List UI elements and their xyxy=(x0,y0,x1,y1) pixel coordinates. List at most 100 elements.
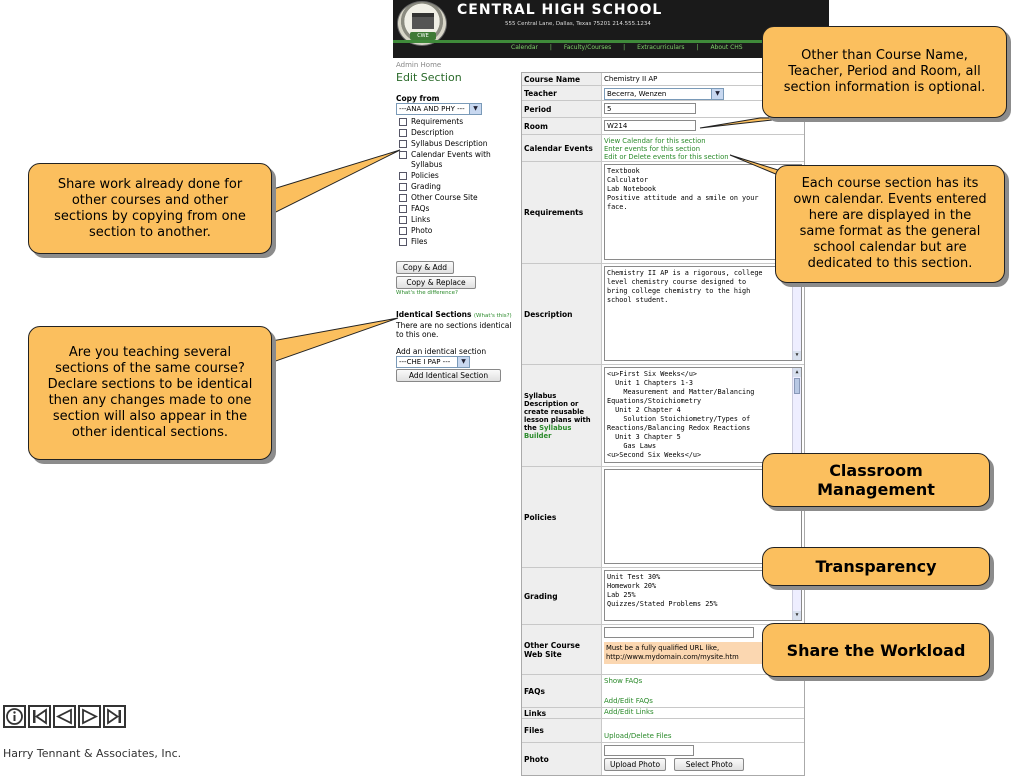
checkbox-icon xyxy=(399,227,407,235)
row-requirements: Requirements Textbook Calculator Lab Not… xyxy=(522,162,804,264)
add-identical-value: ---CHE I PAP --- xyxy=(399,358,451,366)
page-title: Edit Section xyxy=(396,71,462,84)
header-divider xyxy=(393,40,829,43)
checkbox-label: Grading xyxy=(411,182,441,191)
checkbox-label: Other Course Site xyxy=(411,193,478,202)
checkbox-icon xyxy=(399,238,407,246)
school-header: CWE CENTRAL HIGH SCHOOL 555 Central Lane… xyxy=(393,0,829,58)
pointer-copy xyxy=(269,149,401,216)
add-edit-faqs-link[interactable]: Add/Edit FAQs xyxy=(604,697,653,705)
row-links: Links Add/Edit Links xyxy=(522,708,804,719)
faqs-label: FAQs xyxy=(522,675,602,707)
checkbox-label: Photo xyxy=(411,226,433,235)
edit-events-link[interactable]: Edit or Delete events for this section xyxy=(604,153,729,161)
description-textarea[interactable]: Chemistry II AP is a rigorous, college l… xyxy=(604,266,802,361)
identical-sections-text: There are no sections identical to this … xyxy=(396,321,512,339)
checkbox-label: FAQs xyxy=(411,204,430,213)
slide-navigation xyxy=(3,705,126,728)
scroll-down-icon[interactable]: ▼ xyxy=(793,351,801,360)
checkbox-label: Files xyxy=(411,237,428,246)
next-icon[interactable] xyxy=(78,705,101,728)
checkbox-label: Syllabus Description xyxy=(411,139,488,148)
scroll-thumb[interactable] xyxy=(794,378,800,394)
requirements-textarea[interactable]: Textbook Calculator Lab Notebook Positiv… xyxy=(604,164,802,260)
photo-file-input[interactable] xyxy=(604,745,694,756)
row-course-name: Course Name Chemistry II AP xyxy=(522,73,804,86)
checkbox-requirements[interactable]: Requirements xyxy=(396,117,520,127)
identical-sections-title: Identical Sections xyxy=(396,310,472,319)
checkbox-icon xyxy=(399,194,407,202)
row-files: Files Upload/Delete Files xyxy=(522,719,804,743)
room-label: Room xyxy=(522,118,602,134)
checkbox-icon xyxy=(399,205,407,213)
scrollbar[interactable]: ▼ xyxy=(792,571,801,620)
company-name: Harry Tennant & Associates, Inc. xyxy=(3,747,182,760)
checkbox-label: Description xyxy=(411,128,454,137)
checkbox-description[interactable]: Description xyxy=(396,128,520,138)
add-identical-select[interactable]: ---CHE I PAP --- ▼ xyxy=(396,356,470,368)
building-icon xyxy=(412,13,434,29)
checkbox-calendar-events[interactable]: Calendar Events with Syllabus xyxy=(396,150,520,170)
callout-calendar: Each course section has its own calendar… xyxy=(775,165,1005,283)
scroll-up-icon[interactable]: ▲ xyxy=(793,368,801,377)
add-identical-section-button[interactable]: Add Identical Section xyxy=(396,369,501,382)
description-text: Chemistry II AP is a rigorous, college l… xyxy=(607,269,763,304)
enter-events-link[interactable]: Enter events for this section xyxy=(604,145,701,153)
checkbox-icon xyxy=(399,151,407,159)
scrollbar[interactable]: ▼ xyxy=(792,267,801,360)
policies-label: Policies xyxy=(522,467,602,567)
school-logo[interactable]: CWE xyxy=(397,1,447,46)
syllabus-builder-link[interactable]: Syllabus Builder xyxy=(524,423,572,440)
row-teacher: Teacher Becerra, Wenzen▼ xyxy=(522,86,804,101)
syllabus-label-text: Syllabus Description or create reusable … xyxy=(524,391,591,432)
row-period: Period 5 xyxy=(522,101,804,118)
add-identical-label: Add an identical section xyxy=(396,347,487,356)
checkbox-links[interactable]: Links xyxy=(396,215,520,225)
checkbox-policies[interactable]: Policies xyxy=(396,171,520,181)
first-icon[interactable] xyxy=(28,705,51,728)
add-edit-links-link[interactable]: Add/Edit Links xyxy=(604,708,654,716)
checkbox-other-course-site[interactable]: Other Course Site xyxy=(396,193,520,203)
copy-from-select[interactable]: ---ANA AND PHY --- ▼ xyxy=(396,103,482,115)
admin-home-link[interactable]: Admin Home xyxy=(396,61,442,69)
school-address: 555 Central Lane, Dallas, Texas 75201 21… xyxy=(505,21,651,27)
other-site-input[interactable] xyxy=(604,627,754,638)
nav-calendar[interactable]: Calendar xyxy=(511,44,538,51)
nav-faculty-courses[interactable]: Faculty/Courses xyxy=(563,44,612,51)
teacher-label: Teacher xyxy=(522,86,602,100)
nav-extracurriculars[interactable]: Extracurriculars xyxy=(637,44,685,51)
callout-optional: Other than Course Name, Teacher, Period … xyxy=(762,26,1007,118)
checkbox-icon xyxy=(399,118,407,126)
row-other-course-site: Other Course Web Site Must be a fully qu… xyxy=(522,625,804,675)
info-icon[interactable] xyxy=(3,705,26,728)
copy-replace-button[interactable]: Copy & Replace xyxy=(396,276,476,289)
prev-icon[interactable] xyxy=(53,705,76,728)
pointer-identical xyxy=(249,317,399,371)
checkbox-label: Policies xyxy=(411,171,439,180)
checkbox-photo[interactable]: Photo xyxy=(396,226,520,236)
period-input[interactable]: 5 xyxy=(604,103,696,114)
callout-copy: Share work already done for other course… xyxy=(28,163,272,254)
last-icon[interactable] xyxy=(103,705,126,728)
upload-delete-files-link[interactable]: Upload/Delete Files xyxy=(604,732,672,740)
checkbox-files[interactable]: Files xyxy=(396,237,520,247)
copy-add-button[interactable]: Copy & Add xyxy=(396,261,454,274)
whats-this-link[interactable]: (What's this?) xyxy=(473,313,512,319)
checkbox-icon xyxy=(399,129,407,137)
checkbox-grading[interactable]: Grading xyxy=(396,182,520,192)
teacher-select[interactable]: Becerra, Wenzen▼ xyxy=(604,88,724,100)
view-calendar-link[interactable]: View Calendar for this section xyxy=(604,137,706,145)
checkbox-label: Requirements xyxy=(411,117,464,126)
grading-label: Grading xyxy=(522,568,602,624)
whats-the-difference-link[interactable]: What's the difference? xyxy=(396,290,458,296)
checkbox-syllabus-description[interactable]: Syllabus Description xyxy=(396,139,520,149)
checkbox-icon xyxy=(399,183,407,191)
requirements-label: Requirements xyxy=(522,162,602,263)
nav-about[interactable]: About CHS xyxy=(710,44,743,51)
room-input[interactable]: W214 xyxy=(604,120,696,131)
teacher-value: Becerra, Wenzen xyxy=(607,90,667,98)
chevron-down-icon: ▼ xyxy=(469,104,481,114)
show-faqs-link[interactable]: Show FAQs xyxy=(604,677,643,685)
scroll-down-icon[interactable]: ▼ xyxy=(793,611,801,620)
checkbox-faqs[interactable]: FAQs xyxy=(396,204,520,214)
